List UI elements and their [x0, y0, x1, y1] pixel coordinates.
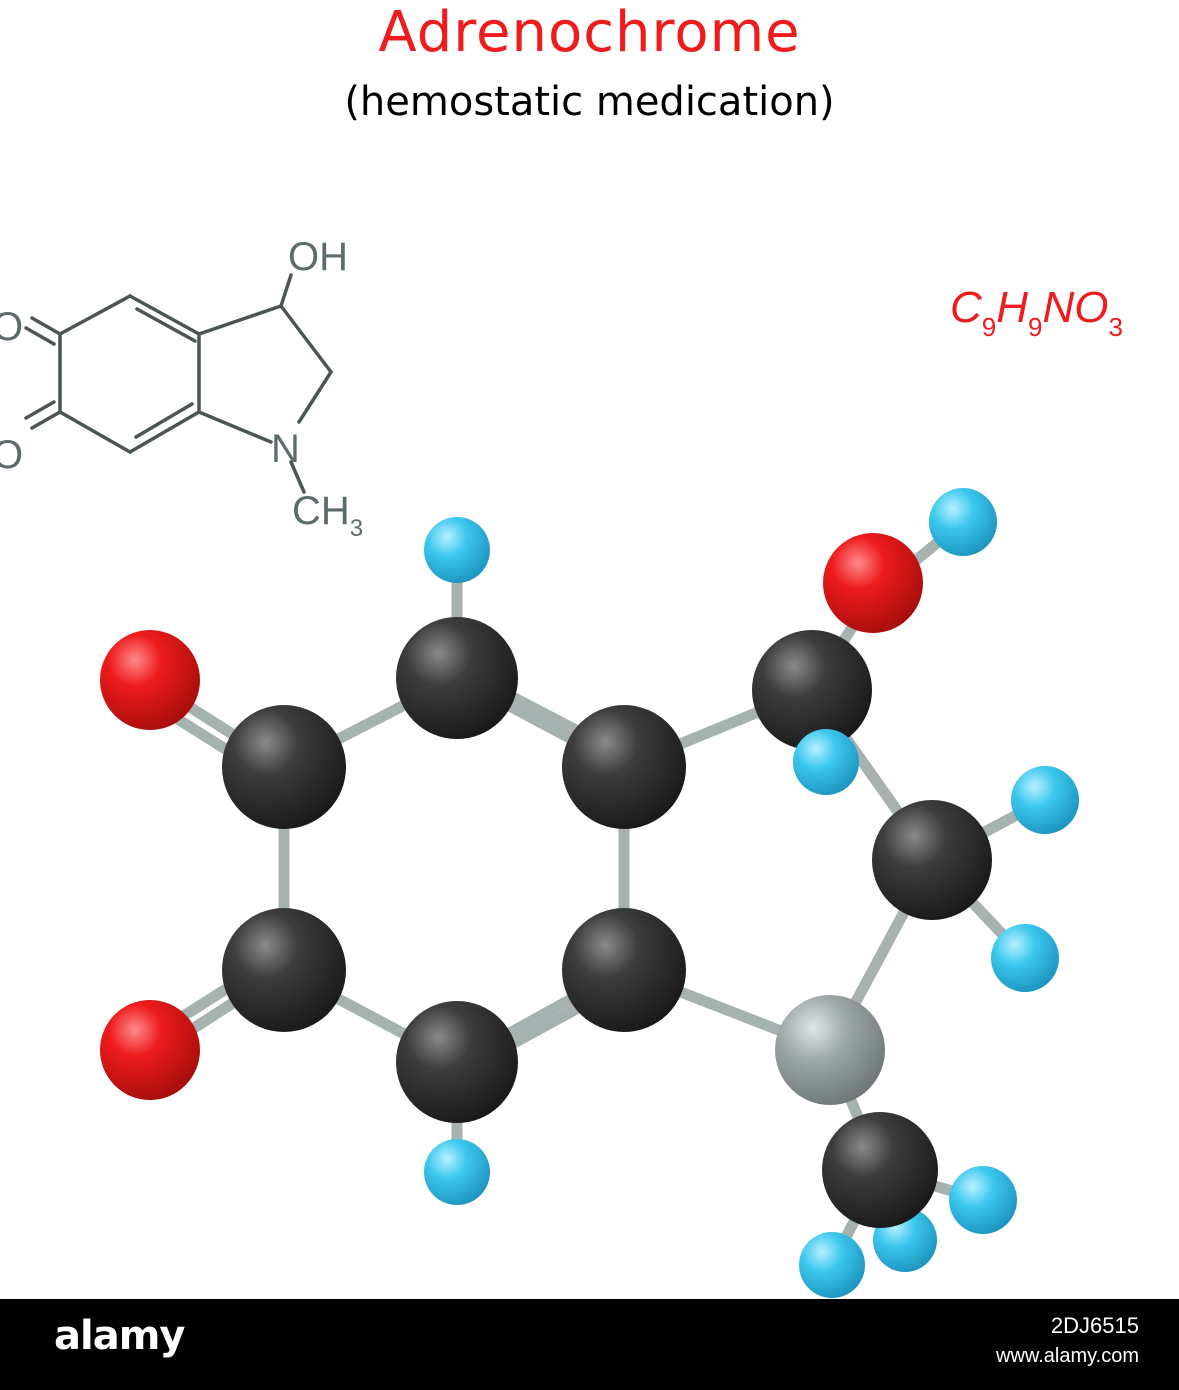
bond-line	[279, 304, 333, 374]
hydrogen-atom	[793, 729, 859, 795]
molecular-formula: C9H9NO3	[950, 278, 1123, 343]
formula-hydrogen-count: 9	[1028, 312, 1043, 342]
carbon-atom	[562, 705, 686, 829]
oxygen-atom	[100, 630, 200, 730]
formula-carbon: C	[950, 283, 982, 332]
hydrogen-atom	[991, 924, 1059, 992]
nitrogen-atom	[775, 995, 885, 1105]
bond-line	[279, 273, 293, 308]
formula-nitrogen: N	[1042, 283, 1075, 332]
carbon-atom	[752, 630, 872, 750]
bond-line	[58, 410, 132, 454]
formula-oxygen: O	[1074, 283, 1109, 332]
bond-line	[197, 304, 283, 336]
hydroxyl-label: OH	[288, 235, 348, 279]
formula-oxygen-count: 3	[1108, 312, 1123, 342]
hydrogen-atom	[929, 488, 997, 556]
carbon-atom	[222, 705, 346, 829]
stock-footer: alamy 2DJ6515 www.alamy.com	[0, 1299, 1179, 1390]
carbon-atom	[872, 800, 992, 920]
bond-line	[58, 294, 132, 336]
carbon-atom	[396, 1001, 518, 1123]
methyl-ch: CH	[292, 489, 350, 533]
hydrogen-atom	[799, 1232, 865, 1298]
methyl-subscript: 3	[350, 515, 363, 542]
carbonyl-oxygen-label: O	[0, 433, 23, 477]
carbon-atom	[822, 1112, 938, 1228]
image-id: 2DJ6515	[1050, 1313, 1139, 1338]
stock-info: 2DJ6515 www.alamy.com	[996, 1311, 1139, 1371]
hydrogen-atom	[424, 517, 490, 583]
formula-carbon-count: 9	[981, 312, 997, 342]
oxygen-atom	[100, 1000, 200, 1100]
carbonyl-oxygen-label: O	[0, 305, 23, 349]
bond-line	[197, 410, 273, 444]
bond-line	[30, 410, 62, 430]
bond-line	[128, 294, 201, 336]
bond-line	[30, 316, 62, 336]
hydrogen-atom	[949, 1166, 1017, 1234]
carbon-atom	[222, 908, 346, 1032]
page-subtitle: (hemostatic medication)	[344, 79, 835, 125]
hydrogen-atom	[1011, 766, 1079, 834]
stock-url: www.alamy.com	[996, 1345, 1139, 1367]
bond-line	[289, 460, 306, 494]
bond-line	[135, 307, 197, 343]
ball-and-stick-model	[100, 488, 1079, 1298]
carbon-atom	[396, 617, 518, 739]
bond-line	[24, 400, 56, 420]
hydrogen-atom	[424, 1139, 490, 1205]
nitrogen-label: N	[271, 427, 300, 471]
formula-hydrogen: H	[996, 283, 1029, 332]
bond-line	[297, 370, 333, 424]
bond-line	[128, 410, 201, 454]
bond-line	[24, 326, 56, 346]
page-title: Adrenochrome	[378, 0, 801, 65]
alamy-logo: alamy	[54, 1313, 185, 1359]
carbon-atom	[562, 908, 686, 1032]
methyl-label: CH3	[292, 489, 363, 542]
bond-line	[134, 402, 194, 439]
oxygen-atom	[823, 533, 923, 633]
